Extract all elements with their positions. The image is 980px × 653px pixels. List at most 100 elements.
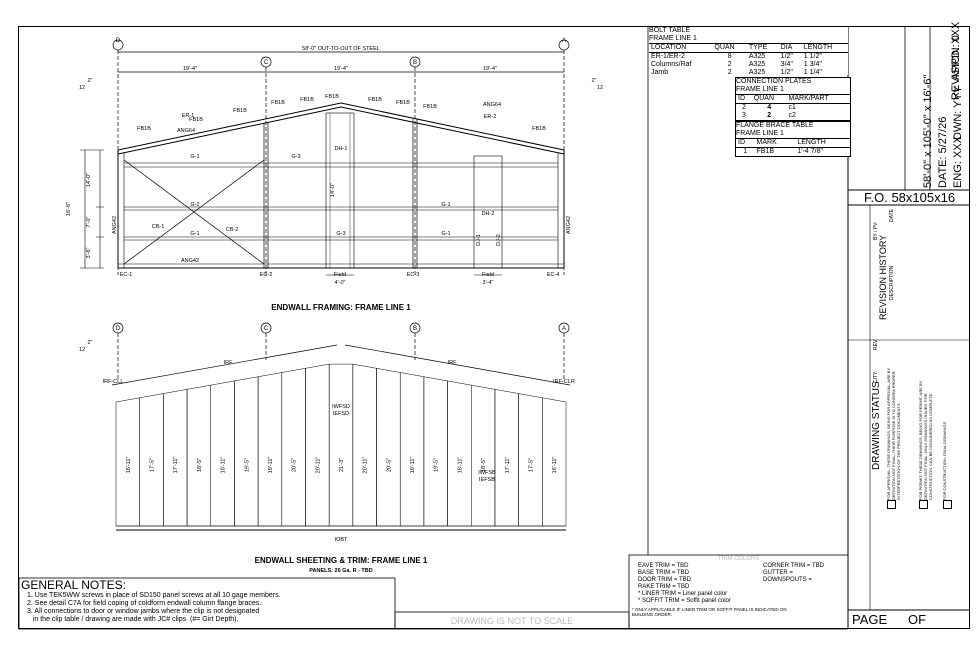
- description-header: DESCRIPTION: [889, 265, 895, 300]
- panel-length: 18'-5": [197, 458, 203, 472]
- trim-colors: TRIM COLORS EAVE TRIM = TBD BASE TRIM = …: [630, 556, 847, 617]
- status-permit: FOR PERMIT: THESE DRAWINGS, BEING FOR PE…: [918, 380, 933, 500]
- height-dim: 14'-0": [86, 173, 92, 187]
- field-label: Field: [482, 272, 494, 278]
- column-label: EC-4: [547, 272, 560, 278]
- cell: 2: [727, 61, 732, 68]
- bay-dim: 19'-4": [334, 66, 348, 72]
- cell: 1/2": [780, 53, 793, 60]
- engineer: ENG: XXX: [952, 136, 964, 188]
- plates-subtitle: FRAME LINE 1: [736, 86, 784, 93]
- revision-history-title: REVISION HISTORY: [878, 234, 888, 320]
- trim-label: IEFSB: [479, 477, 495, 483]
- trim-item: * SOFFIT TRIM = Soffit panel color: [638, 598, 731, 604]
- member-label: FB1B: [137, 126, 151, 132]
- height-dim: 16'-6": [66, 202, 72, 216]
- cell: c2: [788, 112, 796, 119]
- trim-colors-right: CORNER TRIM = TBD GUTTER = DOWNSPOUTS =: [763, 563, 824, 605]
- cell: 1: [743, 148, 748, 155]
- grid-label: D: [116, 38, 121, 44]
- sheet-panel: [186, 384, 211, 527]
- member-label: FB1B: [300, 97, 314, 103]
- sheeting-title: ENDWALL SHEETING & TRIM: FRAME LINE 1: [255, 556, 428, 565]
- sheet-panel: [328, 363, 354, 527]
- pitch-rise: 2": [591, 78, 596, 84]
- cell: 2: [767, 112, 772, 119]
- field-dim: 3'-4": [483, 280, 494, 286]
- permit-checkbox[interactable]: [919, 500, 928, 509]
- sheet-panel: [447, 380, 472, 527]
- approved-by: APPD: XXX: [950, 21, 962, 80]
- plates-col-header: MARK/PART: [788, 95, 829, 102]
- trim-label: IEFSD: [333, 411, 349, 417]
- panel-length: 19'-11": [268, 457, 274, 474]
- member-label: FB1B: [233, 108, 247, 114]
- fo-label: F.O. 58x105x16: [864, 190, 956, 205]
- construction-checkbox[interactable]: [943, 500, 952, 509]
- trim-label: IRF: [448, 360, 458, 366]
- approval-checkbox[interactable]: [887, 500, 896, 509]
- general-notes: GENERAL NOTES: 1. Use TEK5WW screws in p…: [21, 579, 281, 624]
- drawn-by: DWN: YYY: [952, 85, 964, 140]
- member-label: FB1B: [396, 100, 410, 106]
- trim-item: GUTTER =: [763, 570, 793, 576]
- girt-label: G-2: [190, 202, 199, 208]
- plates-col-header: QUAN: [753, 95, 775, 102]
- field-dim: 4'-0": [335, 280, 346, 286]
- pitch-run: 12: [597, 85, 603, 91]
- page-label: PAGE: [852, 612, 888, 627]
- panel-length: 18'-11": [221, 457, 227, 474]
- trim-label: IRF-CLL: [103, 379, 124, 385]
- pitch-run: 12: [79, 347, 85, 353]
- panel-length: 21'-3": [339, 458, 345, 472]
- grid-label: C: [264, 60, 269, 66]
- panel-length: 16'-11": [126, 457, 132, 474]
- cell: 3/4": [780, 61, 793, 68]
- sheet-panel: [352, 363, 377, 527]
- trim-item: CORNER TRIM = TBD: [763, 563, 824, 569]
- flange-col-header: MARK: [756, 139, 777, 146]
- cell: 1 1/4": [803, 69, 822, 76]
- member-label: ANG42: [566, 216, 572, 234]
- flange-subtitle: FRAME LINE 1: [736, 130, 784, 137]
- cell: 1 1/2": [803, 53, 822, 60]
- cell: 2: [741, 104, 746, 111]
- bolt-table-title: BOLT TABLE: [649, 27, 691, 34]
- grid-label: A: [562, 326, 566, 332]
- status-approval: FOR APPROVAL: THESE DRAWINGS, BEING FOR …: [886, 367, 901, 500]
- sheet-panel: [471, 384, 496, 527]
- pitch-rise: 2": [87, 340, 92, 346]
- drawing-status-title: DRAWING STATUS: [871, 381, 882, 470]
- height-dim: 3'-6": [86, 247, 92, 258]
- framing-title: ENDWALL FRAMING: FRAME LINE 1: [271, 303, 411, 312]
- sheet-panel: [234, 376, 259, 527]
- trim-item: DOOR TRIM = TBD: [638, 577, 691, 583]
- framing-labels: D C B A 58'-0" OUT-TO-OUT OF STEEL 19'-4…: [79, 38, 603, 286]
- member-label: DH-2: [482, 211, 495, 217]
- jamb-dim: 14'-0": [330, 183, 336, 197]
- cell: ER-1/ER-2: [651, 53, 685, 60]
- overall-dim: 58'-0" OUT-TO-OUT OF STEEL: [302, 46, 380, 52]
- cell: 2: [727, 69, 732, 76]
- member-label: ER-2: [484, 114, 497, 120]
- bolt-col-header: DIA: [780, 44, 793, 51]
- trim-label: IWFSB: [478, 470, 496, 476]
- flange-col-header: LENGTH: [797, 139, 826, 146]
- cell: A325: [748, 61, 766, 68]
- grid-label: A: [562, 38, 566, 44]
- trim-item: DOWNSPOUTS =: [763, 577, 812, 583]
- column-label: EC-3: [407, 272, 420, 278]
- plates-title: CONNECTION PLATES: [736, 78, 812, 85]
- sheeting-subtitle: PANELS: 26 Ga. R - TBD: [309, 568, 372, 574]
- panel-length: 17'-11": [173, 457, 179, 474]
- panel-length: 20'-5": [386, 458, 392, 472]
- bolt-col-header: LENGTH: [803, 44, 833, 51]
- bolt-col-header: LOCATION: [651, 44, 687, 51]
- jamb-label: DJ-2: [496, 234, 502, 246]
- grid-label: C: [264, 326, 269, 332]
- column-label: EC-1: [120, 272, 133, 278]
- panel-length: 19'-5": [434, 458, 440, 472]
